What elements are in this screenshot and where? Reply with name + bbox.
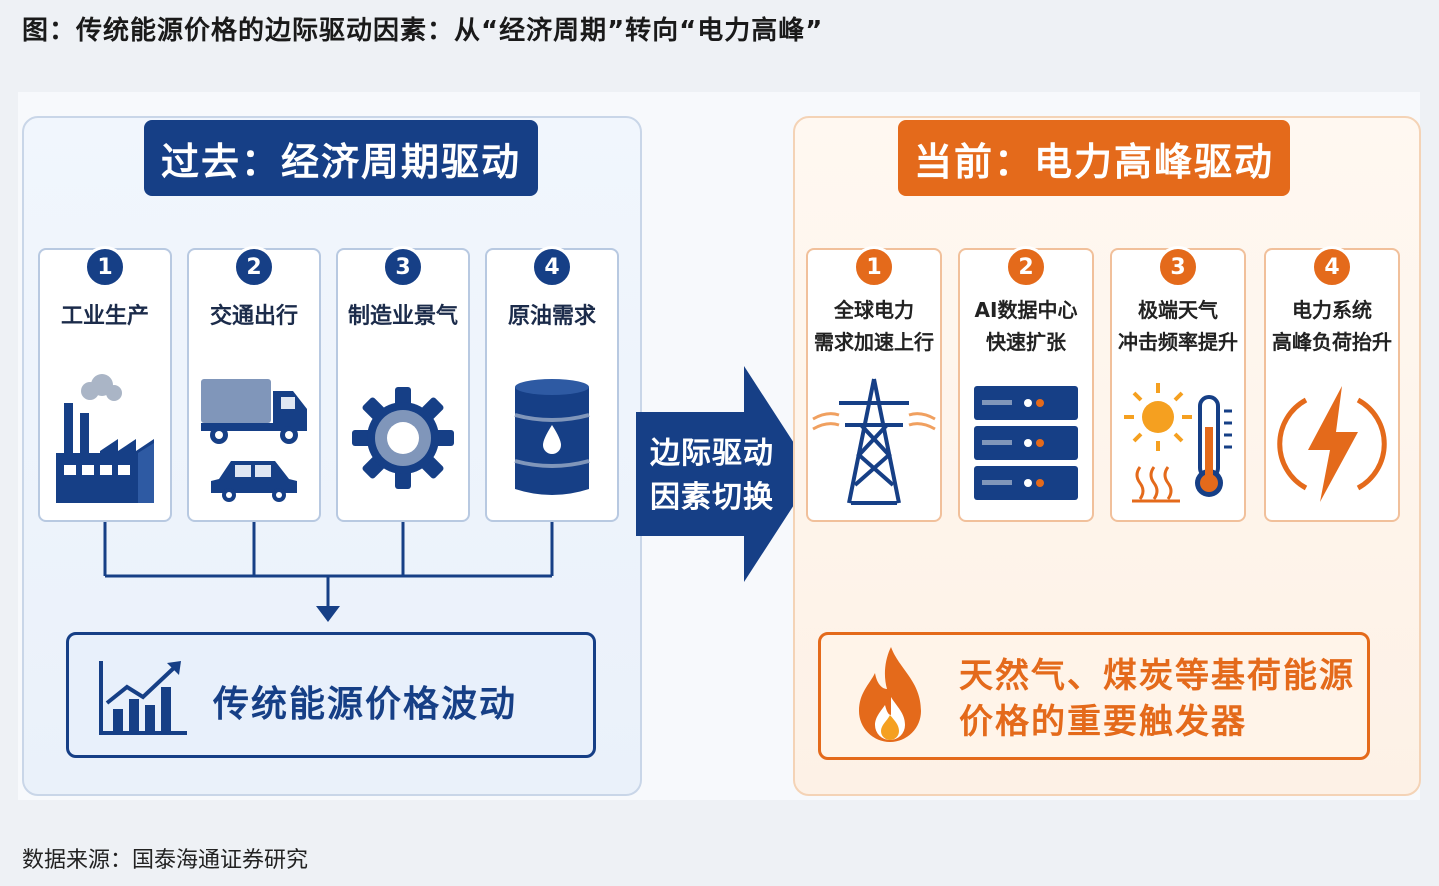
card-label: 极端天气 冲击频率提升 (1118, 298, 1238, 354)
card-number: 2 (1005, 246, 1047, 288)
card-label: 工业生产 (60, 304, 149, 329)
rising-chart-icon (97, 657, 189, 741)
card-label: AI数据中心 快速扩张 (974, 298, 1078, 354)
oil-barrel-icon (487, 368, 617, 508)
right-card-1: 1 全球电力 需求加速上行 (806, 246, 942, 522)
card-number: 4 (1311, 246, 1353, 288)
card-label: 制造业景气 (347, 304, 458, 329)
truck-car-icon (189, 368, 319, 508)
card-number: 3 (382, 246, 424, 288)
card-number: 3 (1157, 246, 1199, 288)
left-card-4: 4 原油需求 (485, 246, 619, 522)
card-label: 电力系统 高峰负荷抬升 (1272, 298, 1392, 354)
server-rack-icon (960, 374, 1092, 514)
figure-title: 图：传统能源价格的边际驱动因素：从“经济周期”转向“电力高峰” (22, 16, 824, 46)
factory-icon (40, 368, 170, 508)
card-label: 交通出行 (209, 304, 298, 329)
flame-icon (855, 645, 925, 753)
switch-arrow-icon (636, 366, 814, 582)
card-number: 1 (84, 246, 126, 288)
past-result-box: 传统能源价格波动 (66, 632, 596, 758)
right-card-3: 3 极端天气 冲击频率提升 (1110, 246, 1246, 522)
card-number: 2 (233, 246, 275, 288)
card-number: 4 (531, 246, 573, 288)
past-banner: 过去：经济周期驱动 (144, 120, 538, 196)
current-banner: 当前：电力高峰驱动 (898, 120, 1290, 196)
right-card-4: 4 电力系统 高峰负荷抬升 (1264, 246, 1400, 522)
card-label: 全球电力 需求加速上行 (814, 298, 934, 354)
current-result-box: 天然气、煤炭等基荷能源 价格的重要触发器 (818, 632, 1370, 760)
switch-arrow-text: 边际驱动 因素切换 (650, 436, 774, 515)
card-number: 1 (853, 246, 895, 288)
card-label: 原油需求 (507, 304, 596, 329)
left-card-3: 3 制造业景气 (336, 246, 470, 522)
past-result-text: 传统能源价格波动 (213, 684, 518, 725)
left-card-1: 1 工业生产 (38, 246, 172, 522)
lightning-icon (1266, 374, 1398, 514)
data-source: 数据来源：国泰海通证券研究 (22, 848, 309, 873)
gear-icon (338, 368, 468, 508)
sun-thermometer-icon (1112, 372, 1244, 512)
left-card-2: 2 交通出行 (187, 246, 321, 522)
power-tower-icon (808, 370, 940, 510)
right-card-2: 2 AI数据中心 快速扩张 (958, 246, 1094, 522)
current-result-text: 天然气、煤炭等基荷能源 价格的重要触发器 (959, 656, 1355, 742)
